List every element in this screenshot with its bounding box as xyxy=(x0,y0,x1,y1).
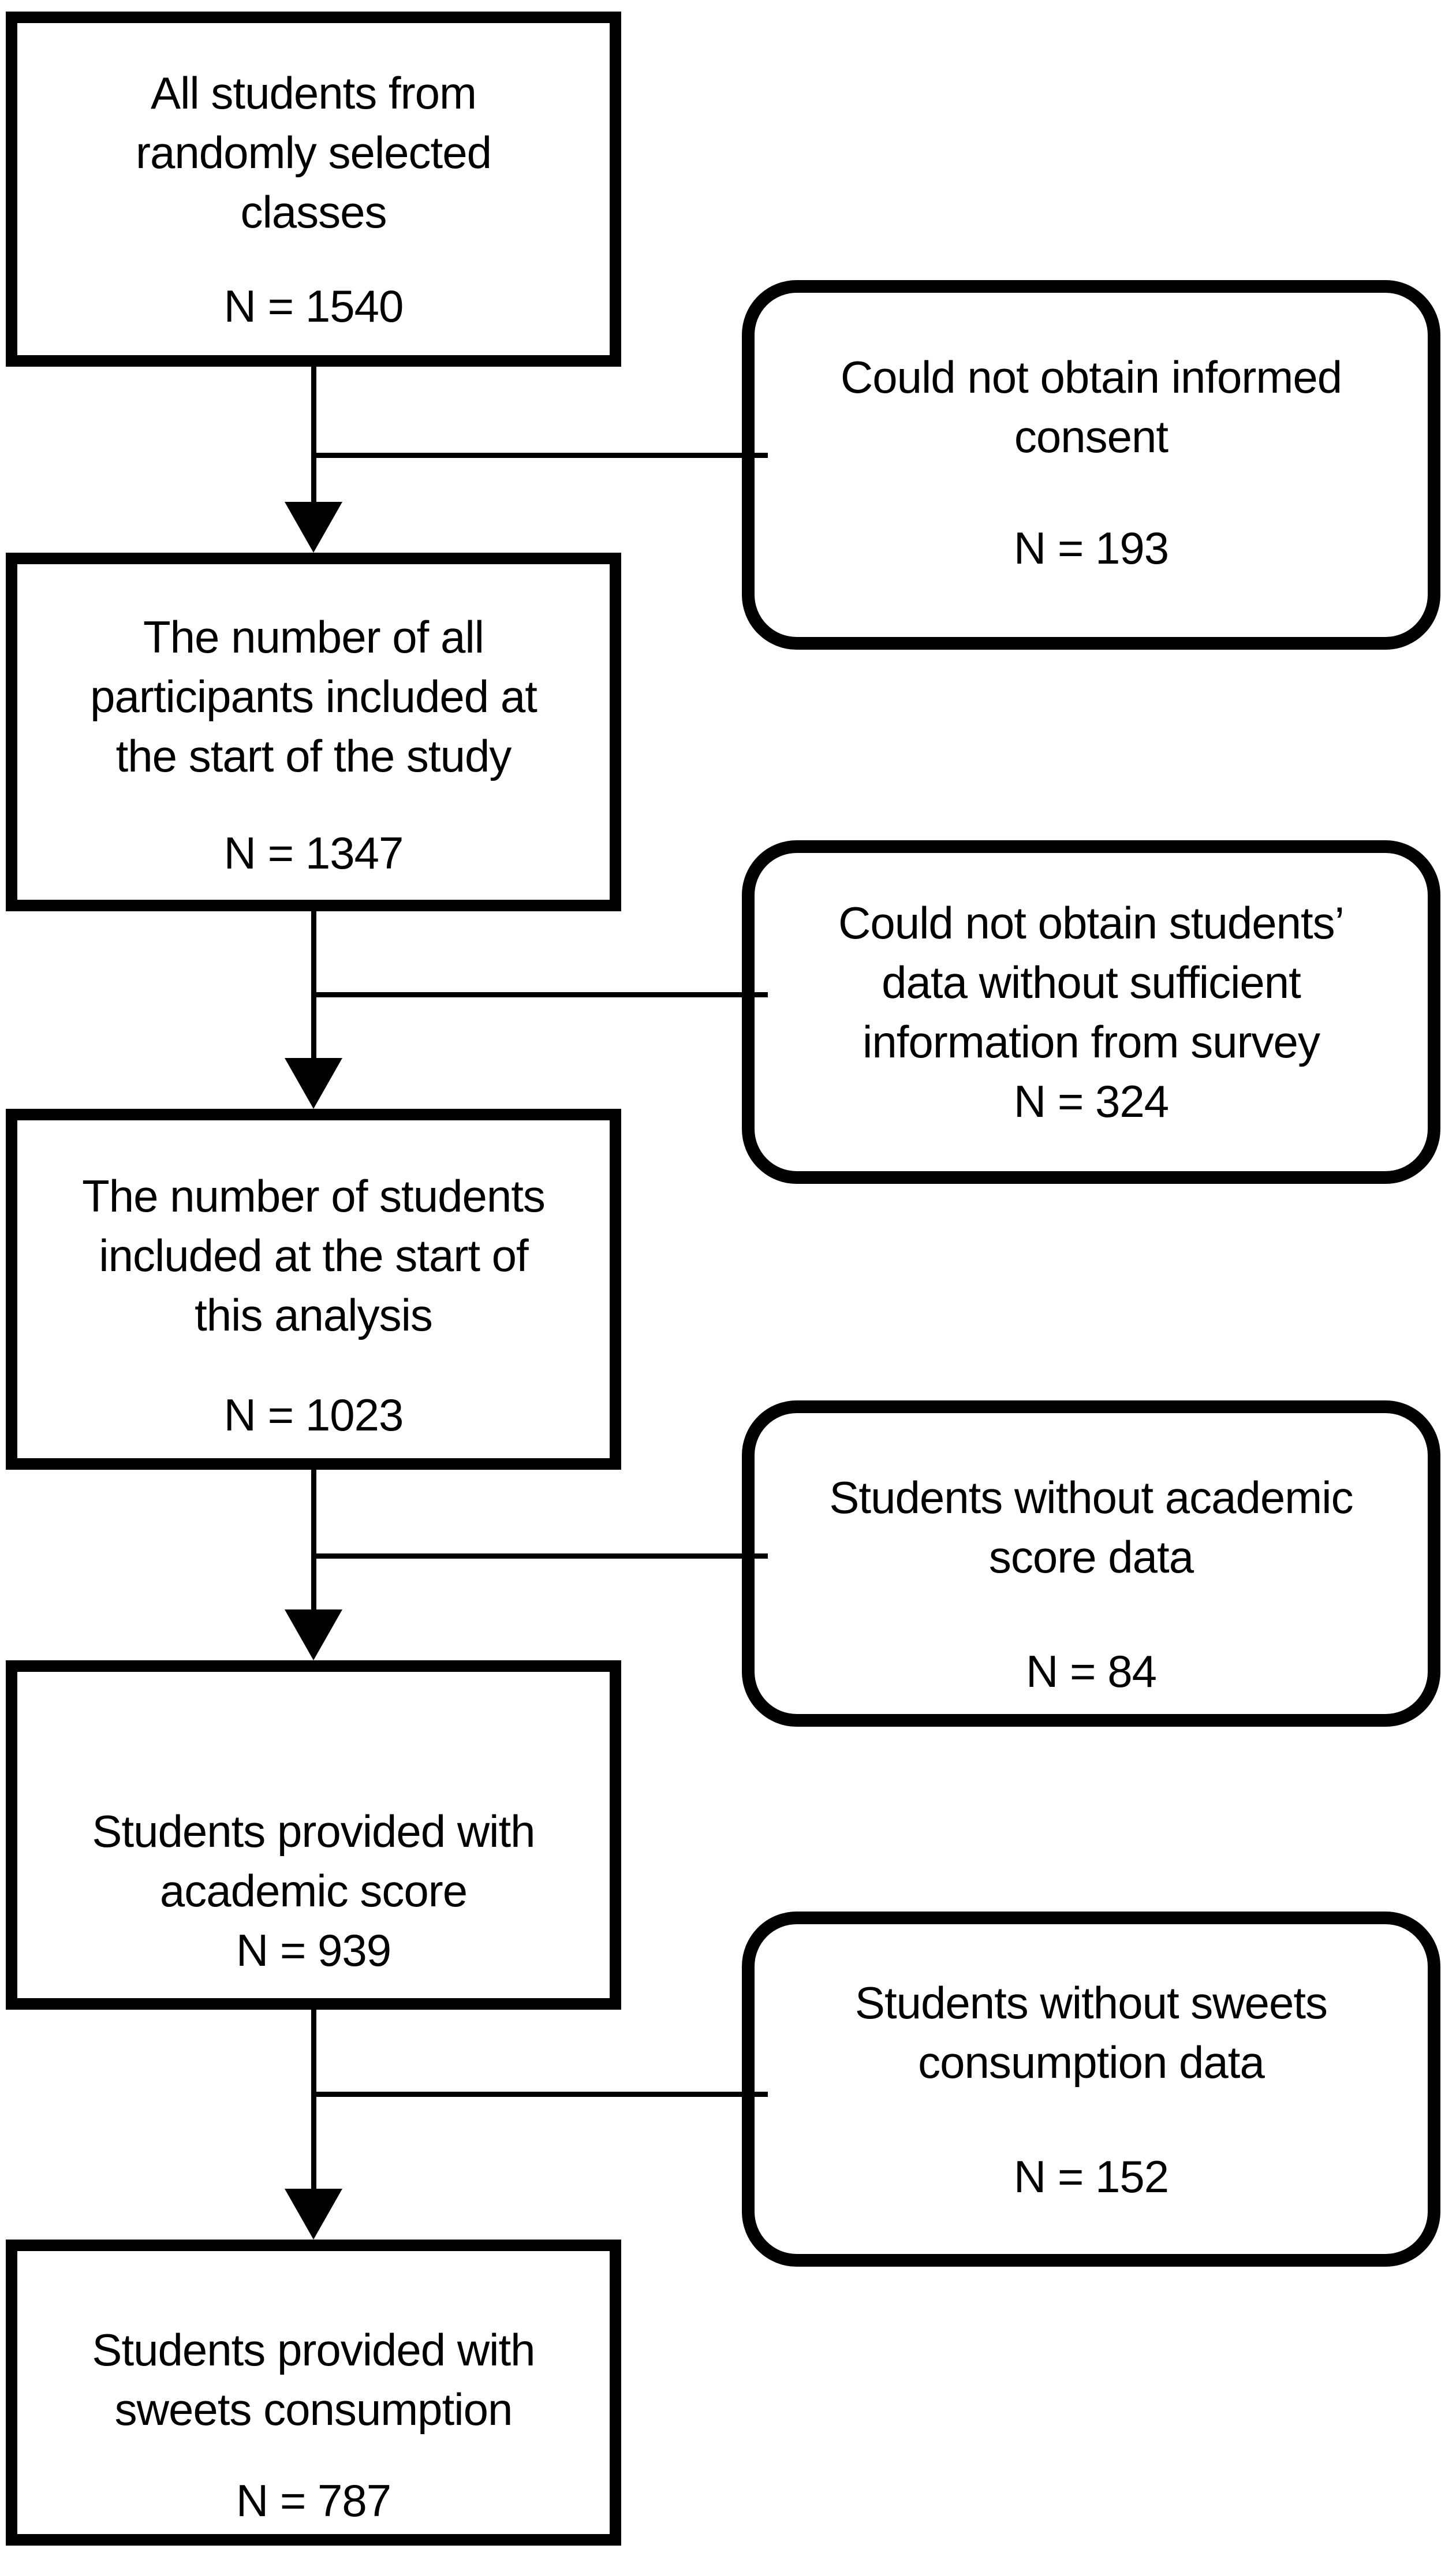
arrow-line-1 xyxy=(311,367,316,505)
box-all-students-title: All students from randomly selected clas… xyxy=(136,68,492,237)
box-students-analysis-start: The number of students included at the s… xyxy=(6,1109,621,1470)
arrow-line-4 xyxy=(311,2010,316,2192)
box-participants-study-start: The number of all participants included … xyxy=(6,553,621,911)
box-no-informed-consent-n: N = 193 xyxy=(1013,522,1169,573)
box-participants-study-start-n: N = 1347 xyxy=(223,827,404,878)
box-students-analysis-start-n: N = 1023 xyxy=(223,1389,404,1440)
arrowhead-down-icon-3 xyxy=(285,1609,342,1660)
branch-line-4 xyxy=(313,2092,768,2097)
box-academic-score-n: N = 939 xyxy=(236,1924,391,1976)
box-sweets-consumption-title: Students provided with sweets consumptio… xyxy=(92,2324,535,2435)
box-academic-score-title: Students provided with academic score xyxy=(92,1806,535,1916)
box-all-students-n: N = 1540 xyxy=(223,280,404,331)
box-all-students: All students from randomly selected clas… xyxy=(6,12,621,367)
arrow-line-2 xyxy=(311,911,316,1061)
arrow-line-3 xyxy=(311,1470,316,1613)
box-academic-score: Students provided with academic score N … xyxy=(6,1660,621,2010)
box-insufficient-survey-data-title: Could not obtain students’ data without … xyxy=(838,897,1345,1067)
branch-line-1 xyxy=(313,453,768,458)
box-no-academic-score-data-n: N = 84 xyxy=(1026,1645,1157,1697)
box-no-informed-consent: Could not obtain informed consent N = 19… xyxy=(742,280,1440,650)
box-sweets-consumption-n: N = 787 xyxy=(236,2475,391,2526)
box-insufficient-survey-data: Could not obtain students’ data without … xyxy=(742,840,1440,1184)
box-no-sweets-data-n: N = 152 xyxy=(1013,2151,1169,2202)
box-no-sweets-data-title: Students without sweets consumption data xyxy=(854,1977,1328,2088)
box-sweets-consumption: Students provided with sweets consumptio… xyxy=(6,2240,621,2546)
branch-line-3 xyxy=(313,1553,768,1559)
branch-line-2 xyxy=(313,992,768,997)
box-students-analysis-start-title: The number of students included at the s… xyxy=(82,1171,546,1340)
box-no-academic-score-data-title: Students without academic score data xyxy=(829,1472,1353,1582)
box-no-informed-consent-title: Could not obtain informed consent xyxy=(840,352,1342,462)
box-insufficient-survey-data-n: N = 324 xyxy=(1013,1075,1169,1127)
arrowhead-down-icon-1 xyxy=(285,502,342,553)
box-no-academic-score-data: Students without academic score data N =… xyxy=(742,1400,1440,1727)
box-no-sweets-data: Students without sweets consumption data… xyxy=(742,1912,1440,2267)
box-participants-study-start-title: The number of all participants included … xyxy=(90,612,537,781)
arrowhead-down-icon-2 xyxy=(285,1058,342,1109)
arrowhead-down-icon-4 xyxy=(285,2189,342,2240)
